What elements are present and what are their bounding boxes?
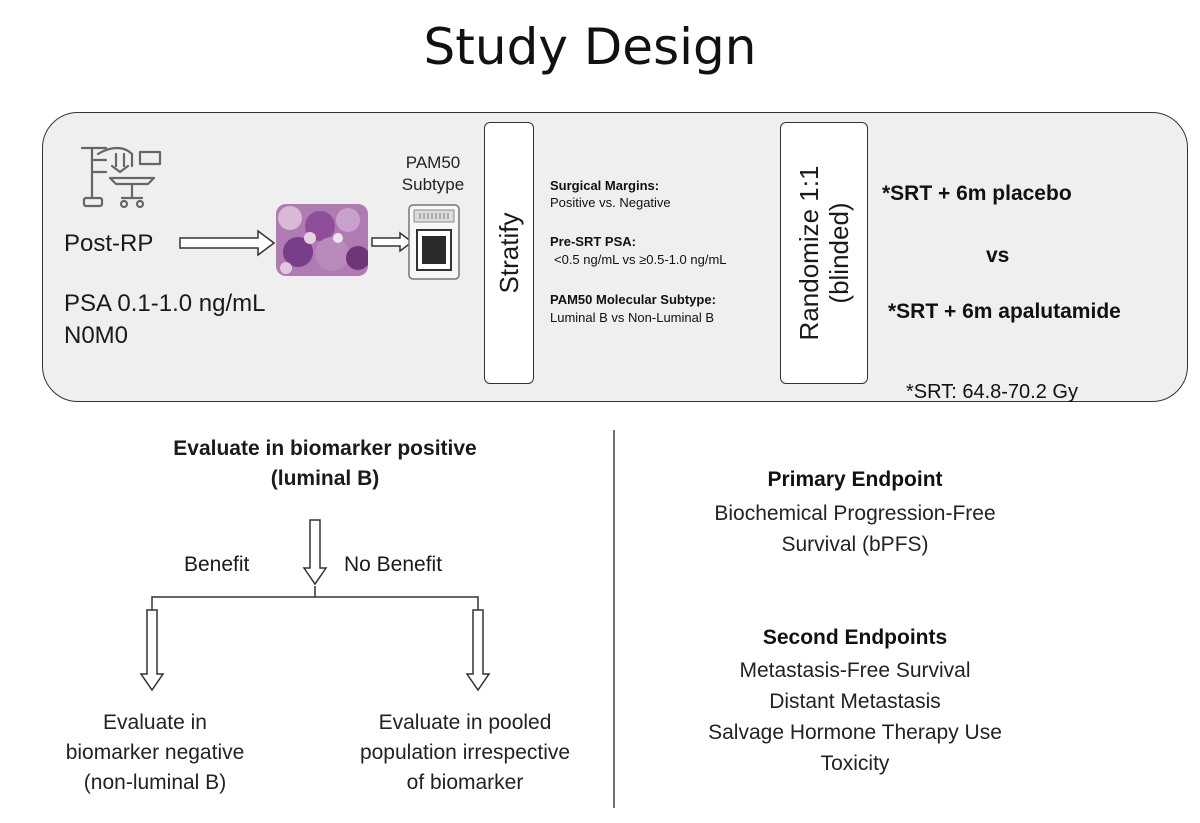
outcome-left-line2: biomarker negative [65,741,245,764]
outcome-right-line1: Evaluate in pooled [378,711,552,734]
n0m0-label: N0M0 [64,322,129,349]
strata-0-header: Surgical Margins: [550,178,660,193]
arm-placebo: *SRT + 6m placebo [882,182,1072,205]
strata-1-value: <0.5 ng/mL vs ≥0.5-1.0 ng/mL [554,252,727,267]
stratify-box: Stratify [484,122,534,384]
outcome-pooled-population: Evaluate in pooled population irrespecti… [320,708,610,798]
down-arrow-left [139,609,165,692]
secondary-endpoint-line3: Salvage Hormone Therapy Use [708,721,1002,744]
arm-apalutamide: *SRT + 6m apalutamide [888,300,1121,323]
evaluation-title-line2: (luminal B) [270,467,380,490]
tissue-sample-image [276,204,368,276]
secondary-endpoints-title: Second Endpoints [762,626,948,649]
down-arrow-right [465,609,491,692]
outcome-right-line2: population irrespective [359,741,571,764]
pam50-label: PAM50 Subtype [388,152,478,196]
srt-dose-note: *SRT: 64.8-70.2 Gy [906,381,1078,403]
benefit-label: Benefit [184,553,250,576]
pam50-label-line1: PAM50 [405,153,461,172]
split-line [151,596,479,610]
surgical-robot-icon [80,146,162,209]
secondary-endpoint-line1: Metastasis-Free Survival [739,659,971,682]
randomize-box: Randomize 1:1 (blinded) [780,122,868,384]
primary-endpoint-line1: Biochemical Progression-Free [714,502,996,525]
primary-endpoint-line2: Survival (bPFS) [781,533,929,556]
evaluation-title: Evaluate in biomarker positive (luminal … [110,434,540,494]
outcome-left-line1: Evaluate in [103,711,207,734]
primary-endpoint-title: Primary Endpoint [767,468,943,491]
strata-1-header: Pre-SRT PSA: [550,234,636,249]
no-benefit-label: No Benefit [344,553,443,576]
strata-2-value: Luminal B vs Non-Luminal B [550,310,715,325]
sequencer-chip-icon [408,204,460,280]
arrow-to-subtype [371,231,414,253]
strata-2-header: PAM50 Molecular Subtype: [550,292,716,307]
outcome-right-line3: of biomarker [406,771,524,794]
outcome-biomarker-negative: Evaluate in biomarker negative (non-lumi… [20,708,290,798]
arrow-to-tissue [179,229,276,257]
down-arrow-center [302,519,328,586]
page-title: Study Design [423,18,757,76]
secondary-endpoint-line2: Distant Metastasis [769,690,941,713]
psa-range-label: PSA 0.1-1.0 ng/mL [64,290,266,317]
post-rp-label: Post-RP [64,230,154,257]
arm-vs: vs [986,244,1010,267]
pam50-label-line2: Subtype [401,175,465,194]
secondary-endpoint-line4: Toxicity [820,752,890,775]
strata-0-value: Positive vs. Negative [550,195,671,210]
primary-endpoint-list: Biochemical Progression-Free Survival (b… [630,498,1080,560]
study-design-panel [42,112,1188,402]
outcome-left-line3: (non-luminal B) [83,771,227,794]
secondary-endpoints-list: Metastasis-Free Survival Distant Metasta… [630,655,1080,779]
evaluation-title-line1: Evaluate in biomarker positive [173,437,477,460]
